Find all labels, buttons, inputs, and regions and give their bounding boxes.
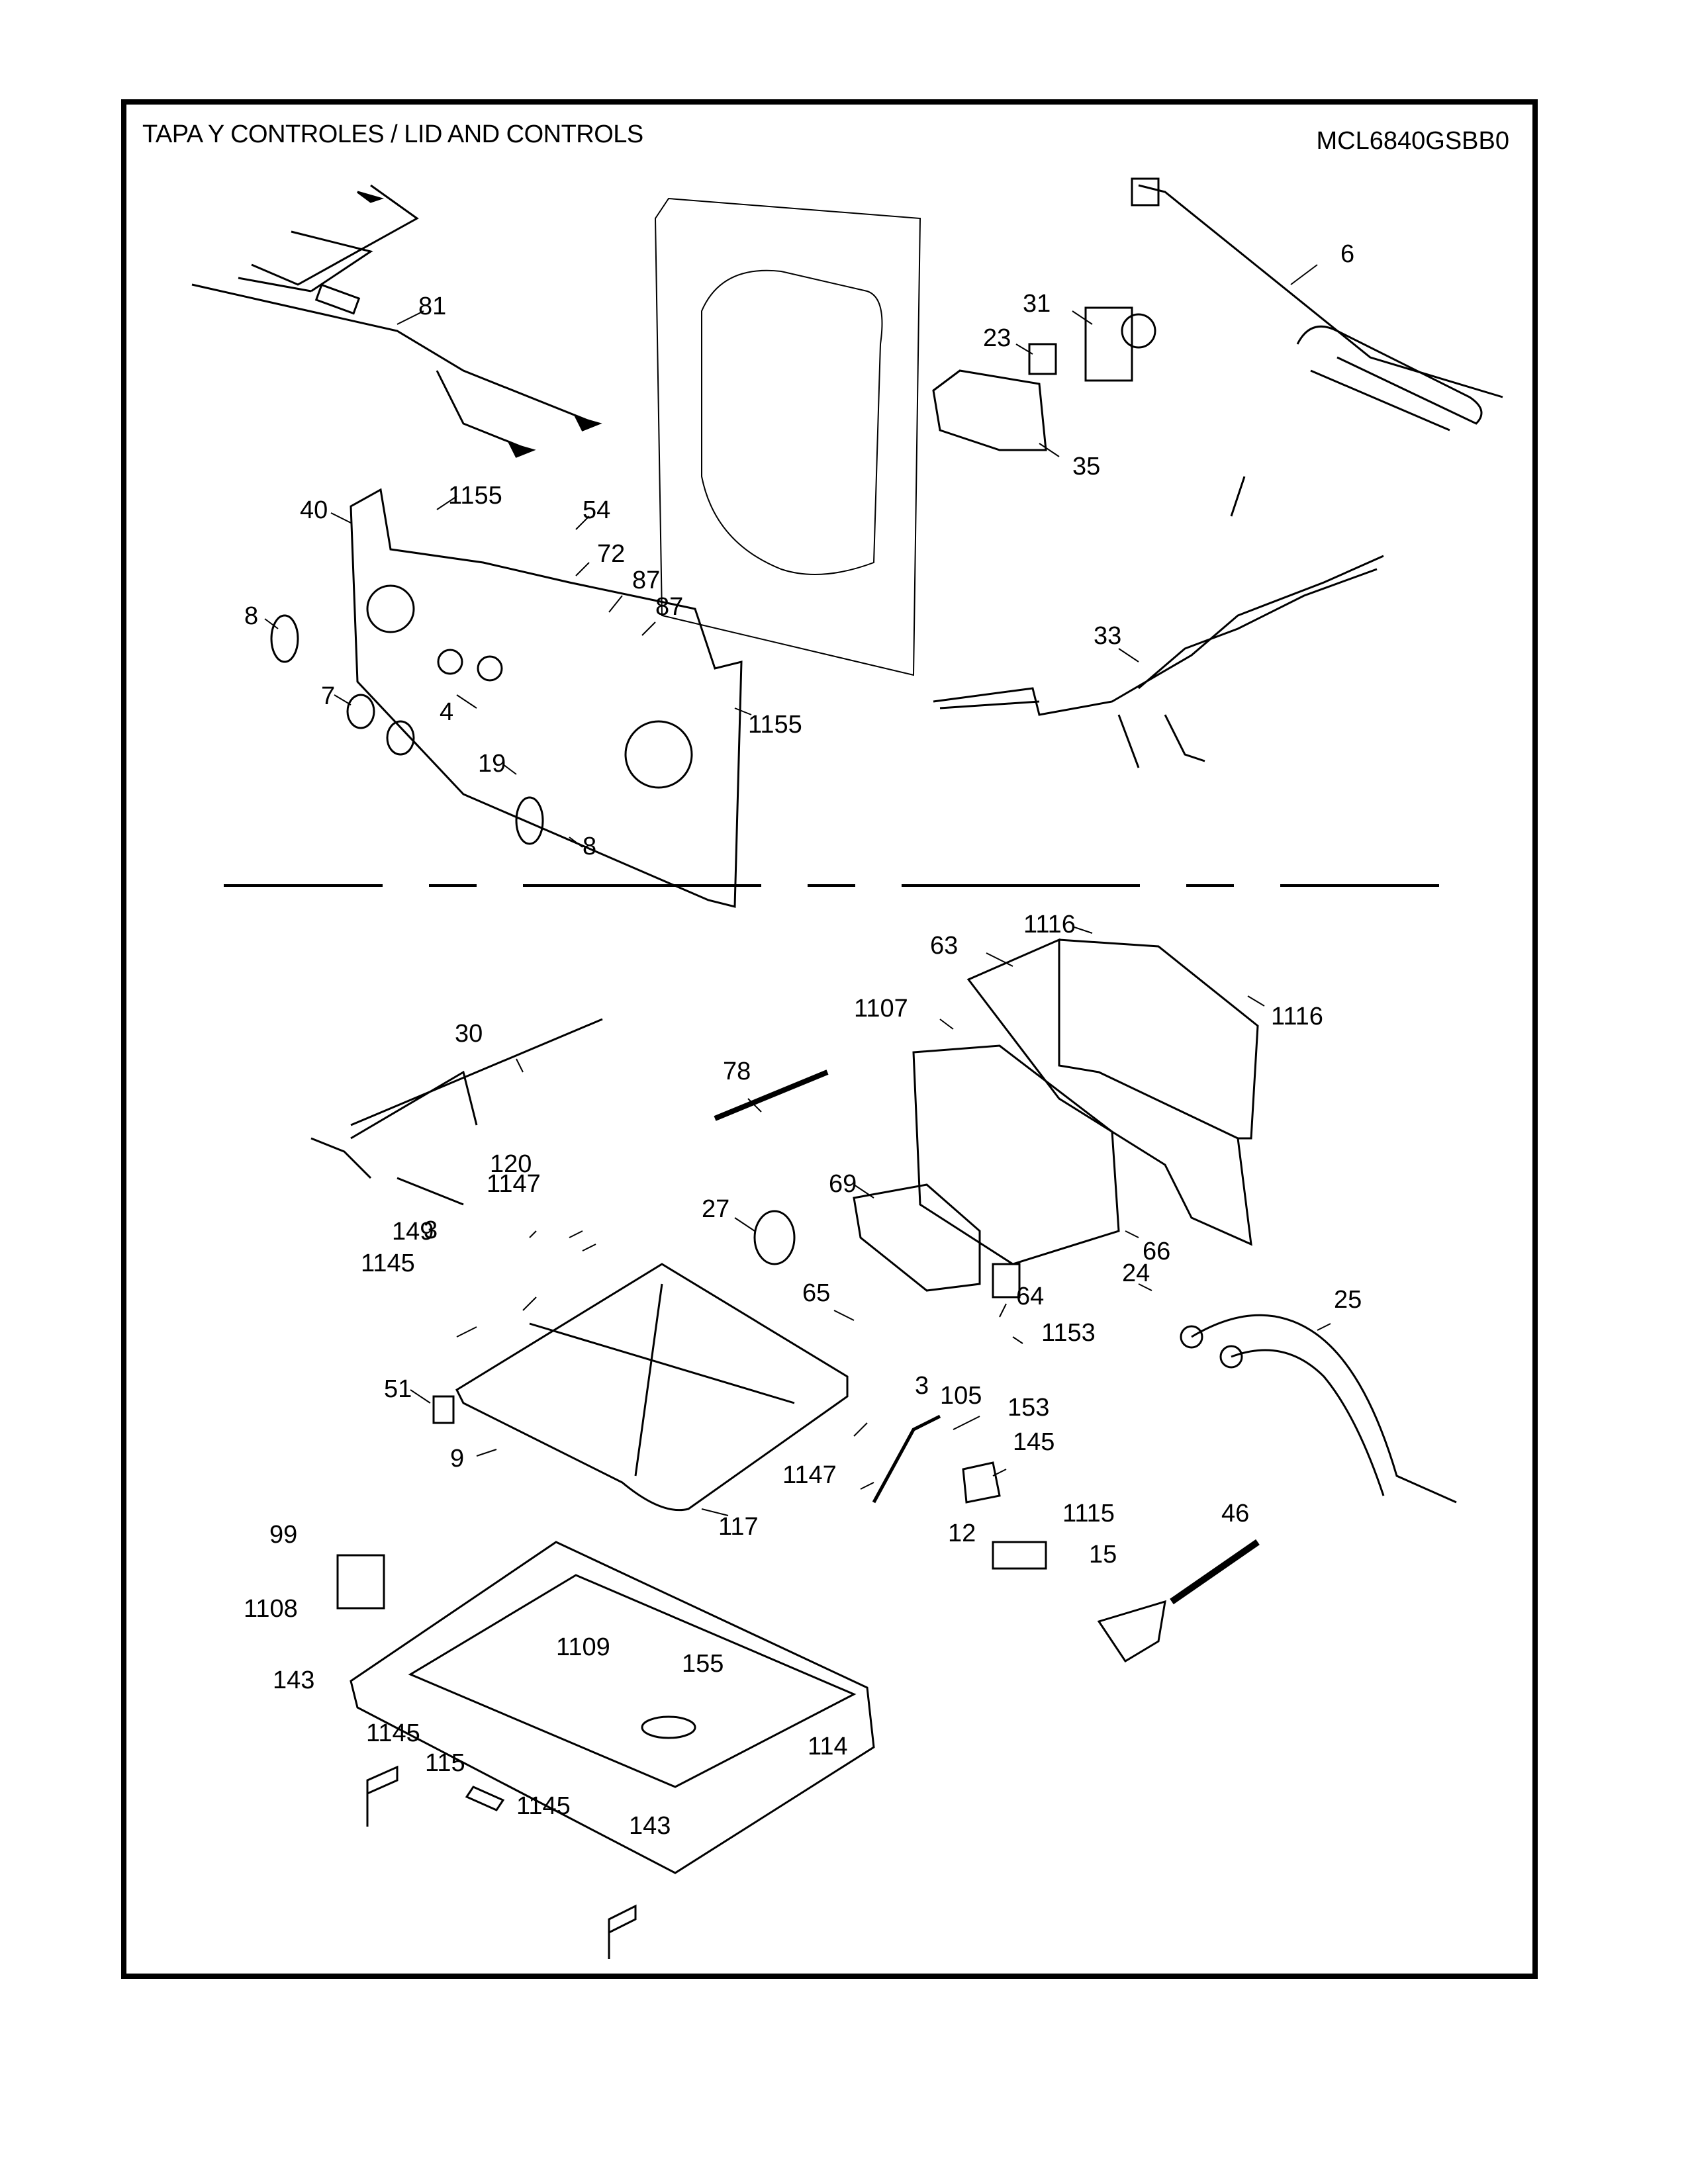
part-12-valve [992, 1541, 1047, 1570]
callout-25[interactable]: 25 [1334, 1286, 1362, 1314]
part-51-bumper [432, 1395, 455, 1424]
callout-1145-lid[interactable]: 1145 [361, 1250, 415, 1277]
callout-8-bottom[interactable]: 8 [583, 833, 597, 860]
part-knobs [270, 614, 544, 845]
callout-4[interactable]: 4 [440, 698, 454, 726]
callout-23[interactable]: 23 [983, 324, 1011, 352]
callout-12[interactable]: 12 [948, 1520, 976, 1547]
callout-8-left[interactable]: 8 [244, 602, 259, 630]
callout-1147-upper[interactable]: 1147 [487, 1170, 541, 1198]
part-31-timer [1084, 306, 1156, 382]
part-35-bracket [932, 369, 1047, 451]
callout-1145-hinge-left[interactable]: 1145 [366, 1719, 420, 1747]
callout-69[interactable]: 69 [829, 1170, 857, 1198]
callout-105[interactable]: 105 [940, 1382, 982, 1410]
callout-72[interactable]: 72 [597, 540, 626, 568]
callout-1147-lower[interactable]: 1147 [782, 1461, 837, 1489]
part-99-lid-lock [336, 1554, 385, 1610]
part-143-hinges [366, 1765, 637, 1959]
callout-1108[interactable]: 1108 [244, 1595, 298, 1623]
section-divider [1280, 884, 1439, 887]
part-cabinet-front [654, 197, 921, 676]
callout-40[interactable]: 40 [300, 496, 328, 524]
callout-35[interactable]: 35 [1072, 453, 1101, 480]
callout-145[interactable]: 145 [1013, 1428, 1055, 1456]
callout-143-right[interactable]: 143 [629, 1812, 671, 1840]
callout-7[interactable]: 7 [321, 682, 336, 710]
callout-1155-right[interactable]: 1155 [748, 711, 802, 739]
callout-1107[interactable]: 1107 [854, 995, 908, 1023]
callout-31[interactable]: 31 [1023, 290, 1051, 318]
callout-99[interactable]: 99 [269, 1521, 298, 1549]
callout-3-right[interactable]: 3 [915, 1372, 929, 1400]
section-divider [224, 884, 383, 887]
callout-87-b[interactable]: 87 [655, 593, 684, 621]
section-divider [1186, 884, 1234, 887]
callout-63[interactable]: 63 [930, 932, 959, 960]
callout-153[interactable]: 153 [1008, 1394, 1050, 1422]
callout-64[interactable]: 64 [1016, 1283, 1045, 1310]
part-25-hoses [1180, 1314, 1457, 1504]
callout-1155-top[interactable]: 1155 [448, 482, 502, 510]
callout-54[interactable]: 54 [583, 496, 611, 524]
callout-30[interactable]: 30 [455, 1020, 483, 1048]
callout-15[interactable]: 15 [1089, 1541, 1117, 1569]
callout-9[interactable]: 9 [450, 1445, 465, 1473]
part-63-control-box [966, 938, 1259, 1246]
part-33-harness [933, 476, 1384, 768]
part-15-fill-hose [1097, 1539, 1260, 1663]
section-divider [808, 884, 855, 887]
leader-lines [264, 264, 1331, 1516]
callout-115[interactable]: 115 [425, 1749, 465, 1777]
callout-27[interactable]: 27 [702, 1195, 730, 1223]
callout-117[interactable]: 117 [718, 1513, 759, 1541]
part-81-wire-harness [191, 184, 602, 458]
callout-114[interactable]: 114 [808, 1733, 848, 1760]
section-divider [523, 884, 761, 887]
callout-1115[interactable]: 1115 [1062, 1500, 1115, 1527]
callout-3-left[interactable]: 3 [424, 1216, 438, 1244]
callout-1153[interactable]: 1153 [1041, 1319, 1096, 1347]
part-64-capacitor [992, 1263, 1021, 1298]
callout-46[interactable]: 46 [1221, 1500, 1250, 1527]
model-number: MCL6840GSBB0 [1316, 127, 1510, 155]
callout-87-a[interactable]: 87 [632, 567, 661, 594]
callout-6[interactable]: 6 [1340, 240, 1355, 268]
callout-78[interactable]: 78 [723, 1058, 751, 1085]
callout-19[interactable]: 19 [478, 750, 506, 778]
callout-120[interactable]: 120 [490, 1150, 532, 1178]
part-27-pressure-switch [753, 1210, 796, 1265]
part-30-lid-harness [310, 1018, 603, 1206]
diagram-frame [121, 99, 1538, 1979]
part-117-lid [455, 1263, 849, 1512]
callout-33[interactable]: 33 [1094, 622, 1122, 650]
part-145-bracket [962, 1461, 1001, 1504]
part-114-top-panel [350, 1541, 875, 1874]
part-153-spring [872, 1414, 941, 1504]
diagram-title: TAPA Y CONTROLES / LID AND CONTROLS [142, 120, 643, 148]
callout-143-left[interactable]: 143 [273, 1666, 315, 1694]
section-divider [429, 884, 477, 887]
part-23-switch [1028, 343, 1057, 375]
part-40-console [350, 488, 743, 908]
callout-66[interactable]: 66 [1143, 1238, 1171, 1265]
callout-1116-top[interactable]: 1116 [1023, 911, 1076, 938]
callout-1145-hinge-right[interactable]: 1145 [516, 1792, 571, 1820]
callout-155[interactable]: 155 [682, 1650, 724, 1678]
part-115-strike [465, 1786, 505, 1811]
callout-1109[interactable]: 1109 [556, 1633, 610, 1661]
part-69-board [853, 1183, 981, 1292]
callout-51[interactable]: 51 [384, 1375, 412, 1403]
part-6-heater [1131, 177, 1503, 432]
callout-149[interactable]: 149 [392, 1218, 434, 1246]
callout-65[interactable]: 65 [802, 1279, 831, 1307]
part-78-cable [714, 1069, 829, 1121]
callout-24[interactable]: 24 [1122, 1259, 1150, 1287]
callout-1116-right[interactable]: 1116 [1271, 1003, 1323, 1030]
part-66-housing [912, 1044, 1120, 1265]
callout-81[interactable]: 81 [418, 293, 447, 320]
section-divider [902, 884, 1140, 887]
